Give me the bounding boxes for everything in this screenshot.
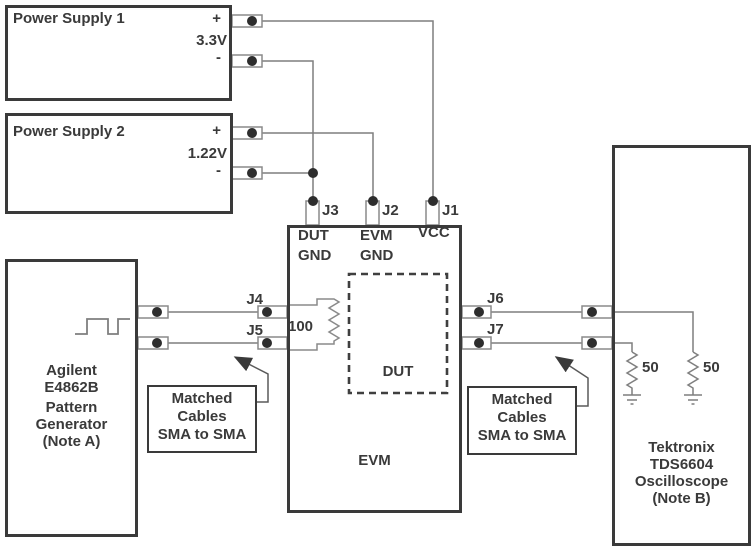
j1-signal-line1: VCC [418,224,450,241]
stub-ps2-minus [231,166,263,180]
oscilloscope-box [612,145,751,546]
connector-j3-label: J3 [322,202,339,219]
evm-label: EVM [358,452,391,469]
connector-j7-label: J7 [487,321,504,338]
power-supply-1-title: Power Supply 1 [13,10,125,27]
power-supply-2-plus-label: + [212,122,221,139]
wire-ps1-minus-to-j3 [252,60,314,202]
resistor-50-right-label: 50 [703,359,720,376]
pattern-generator-name-line: Pattern [45,399,98,416]
stub-scope-in2 [581,336,613,350]
stub-j1 [425,200,440,226]
stub-generator-out1 [137,305,169,319]
stub-j7 [461,336,492,350]
oscilloscope-name-line: (Note B) [652,490,711,507]
oscilloscope-name-line: Oscilloscope [634,473,729,490]
wire-ps1-plus-to-j1 [252,20,434,202]
stub-j2 [365,200,380,226]
j2-signal-line2: GND [360,247,394,264]
evm-box [287,225,462,513]
power-supply-1-voltage: 3.3V [196,32,227,49]
matched-cables-left-line: Matched [171,390,233,407]
wire-ps2-plus-to-j2 [252,132,374,202]
stub-j3 [305,200,320,226]
j2-signal-line1: EVM [360,227,393,244]
matched-cables-left-line: Cables [177,408,227,425]
power-supply-1-box [5,5,232,101]
pattern-generator-name-line: Generator [35,416,108,433]
power-supply-2-title: Power Supply 2 [13,123,125,140]
pattern-generator-name-line: Agilent [46,362,97,379]
oscilloscope-name-line: TDS6604 [649,456,714,473]
connector-j6-label: J6 [487,290,504,307]
junction-dot [308,168,318,178]
power-supply-1-minus-label: - [216,49,221,66]
stub-ps1-minus [231,54,263,68]
pattern-generator-name-line: (Note A) [42,433,101,450]
stub-generator-out2 [137,336,169,350]
connector-j1-label: J1 [442,202,459,219]
resistor-50-left-label: 50 [642,359,659,376]
stub-ps1-plus [231,14,263,28]
power-supply-2-box [5,113,233,214]
matched-cables-right-line: Cables [497,409,547,426]
pattern-generator-box [5,259,138,537]
power-supply-2-voltage: 1.22V [187,145,227,162]
resistor-100-label: 100 [288,318,314,335]
connector-j2-label: J2 [382,202,399,219]
matched-cables-left-line: SMA to SMA [157,426,247,443]
matched-cables-right-box [467,386,577,455]
oscilloscope-name-line: Tektronix [648,439,715,456]
pattern-generator-name-line: E4862B [44,379,99,396]
matched-cables-left-box [147,385,257,453]
stub-scope-in1 [581,305,613,319]
stub-ps2-plus [231,126,263,140]
j3-signal-line1: DUT [298,227,329,244]
dut-label: DUT [382,363,414,380]
power-supply-2-minus-label: - [216,162,221,179]
matched-cables-right-line: SMA to SMA [477,427,567,444]
connector-j5-label: J5 [246,322,263,339]
j3-signal-line2: GND [298,247,332,264]
stub-j6 [461,305,492,319]
matched-cables-right-line: Matched [491,391,553,408]
connector-j4-label: J4 [246,291,263,308]
power-supply-1-plus-label: + [212,10,221,27]
